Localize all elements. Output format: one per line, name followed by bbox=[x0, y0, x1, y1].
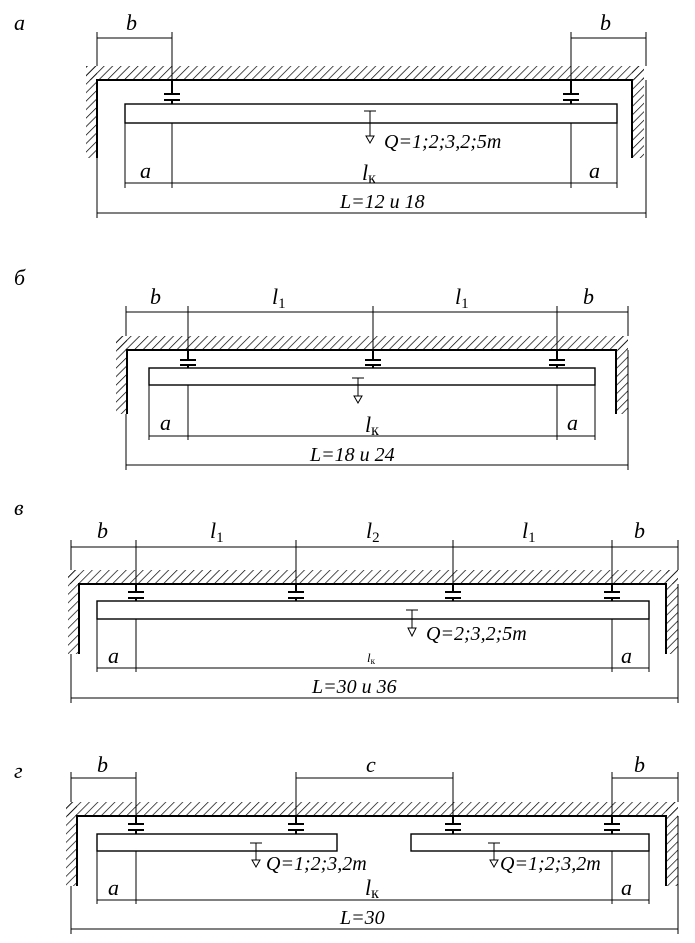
rail-icon bbox=[445, 584, 461, 601]
dim-label-a: a bbox=[621, 643, 632, 668]
rail-icon bbox=[604, 816, 620, 834]
lk-sub: к bbox=[371, 422, 379, 439]
rail-icon bbox=[164, 80, 180, 104]
right-wall-hatch bbox=[666, 802, 678, 886]
panel-v: в b l1 l2 l1 b Q=2;3,2;5т a a lк bbox=[14, 495, 679, 703]
right-wall-hatch bbox=[666, 570, 678, 654]
right-wall-hatch bbox=[616, 336, 628, 414]
panel-letter: в bbox=[14, 495, 24, 520]
span-label: L=18 и 24 bbox=[309, 444, 395, 466]
dim-subscript: 2 bbox=[372, 530, 380, 546]
span-label: L=30 bbox=[339, 907, 385, 929]
dim-label-a: a bbox=[160, 410, 171, 435]
lk-main: l bbox=[367, 650, 371, 665]
dim-label-a: a bbox=[140, 158, 151, 183]
dim-label-b: b bbox=[583, 284, 594, 309]
dim-label-l1: l1 bbox=[455, 284, 469, 312]
rail-icon bbox=[128, 584, 144, 601]
dim-label-a: a bbox=[108, 875, 119, 900]
dim-label-c: c bbox=[366, 752, 376, 777]
hook-icon bbox=[250, 842, 262, 869]
dim-label-lk: lк bbox=[365, 412, 379, 439]
building-outline bbox=[96, 79, 633, 158]
left-wall-hatch bbox=[66, 802, 77, 886]
panel-letter: б bbox=[14, 265, 26, 290]
dim-label-b: b bbox=[97, 518, 108, 543]
dim-label-a: a bbox=[589, 158, 600, 183]
roof-hatch bbox=[66, 802, 678, 816]
left-wall-hatch bbox=[68, 570, 79, 654]
lk-main: l bbox=[365, 875, 371, 900]
dim-label-a: a bbox=[621, 875, 632, 900]
dim-label-a: a bbox=[567, 410, 578, 435]
lk-sub: к bbox=[371, 656, 376, 666]
rail-icon bbox=[365, 350, 381, 368]
roof-hatch bbox=[86, 66, 644, 80]
dim-label-a: a bbox=[108, 643, 119, 668]
dim-label-b: b bbox=[600, 10, 611, 35]
hook-icon bbox=[406, 609, 418, 638]
load-label: Q=1;2;3,2т bbox=[500, 853, 601, 875]
panel-letter: г bbox=[14, 758, 23, 783]
dim-label-l1: l1 bbox=[522, 518, 536, 546]
dim-label-lk: lк bbox=[362, 160, 376, 187]
right-wall-hatch bbox=[632, 66, 644, 158]
dim-label-b: b bbox=[97, 752, 108, 777]
crane-beam bbox=[148, 367, 596, 386]
crane-beam-left bbox=[96, 833, 338, 852]
left-wall-hatch bbox=[116, 336, 127, 414]
hook-icon bbox=[352, 377, 364, 405]
hook-icon bbox=[364, 110, 376, 145]
dim-label-b: b bbox=[634, 518, 645, 543]
rail-icon bbox=[128, 816, 144, 834]
building-outline bbox=[78, 583, 667, 654]
rail-icon bbox=[604, 584, 620, 601]
dim-subscript: 1 bbox=[461, 296, 469, 312]
dim-subscript: 1 bbox=[528, 530, 536, 546]
span-label: L=12 и 18 bbox=[339, 191, 425, 213]
dim-label-l2: l2 bbox=[366, 518, 380, 546]
crane-beam bbox=[96, 600, 650, 620]
dim-label-b: b bbox=[634, 752, 645, 777]
rail-icon bbox=[288, 584, 304, 601]
dim-label-b: b bbox=[126, 10, 137, 35]
roof-hatch bbox=[68, 570, 678, 584]
crane-beam-right bbox=[410, 833, 650, 852]
roof-hatch bbox=[116, 336, 628, 350]
building-outline bbox=[126, 349, 617, 414]
rail-icon bbox=[445, 816, 461, 834]
crane-beam bbox=[124, 103, 618, 124]
lk-sub: к bbox=[368, 170, 376, 187]
dim-label-l1: l1 bbox=[210, 518, 224, 546]
dim-subscript: 1 bbox=[278, 296, 286, 312]
dim-label-b: b bbox=[150, 284, 161, 309]
lk-sub: к bbox=[371, 885, 379, 902]
l1-text: l bbox=[272, 284, 278, 309]
rail-icon bbox=[180, 350, 196, 368]
rail-icon bbox=[288, 816, 304, 834]
panel-a: а b b Q=1;2;3,2;5т a a lк bbox=[14, 10, 647, 218]
lk-main: l bbox=[362, 160, 368, 185]
load-label: Q=2;3,2;5т bbox=[426, 623, 527, 645]
panel-b: б b l1 l1 b a a lк L=18 и bbox=[14, 265, 629, 470]
l1-text: l bbox=[455, 284, 461, 309]
load-label: Q=1;2;3,2;5т bbox=[384, 131, 501, 153]
panel-g: г b c b Q=1;2;3,2т Q=1;2;3,2т bbox=[14, 752, 679, 934]
dim-subscript: 1 bbox=[216, 530, 224, 546]
left-wall-hatch bbox=[86, 66, 97, 158]
span-label: L=30 и 36 bbox=[311, 676, 397, 698]
rail-icon bbox=[563, 80, 579, 104]
dim-label-lk: lк bbox=[367, 650, 376, 666]
load-label: Q=1;2;3,2т bbox=[266, 853, 367, 875]
hook-icon bbox=[488, 842, 500, 869]
rail-icon bbox=[549, 350, 565, 368]
dim-label-l1: l1 bbox=[272, 284, 286, 312]
building-outline bbox=[76, 815, 667, 886]
panel-letter: а bbox=[14, 10, 25, 35]
dim-label-lk: lк bbox=[365, 875, 379, 902]
lk-main: l bbox=[365, 412, 371, 437]
